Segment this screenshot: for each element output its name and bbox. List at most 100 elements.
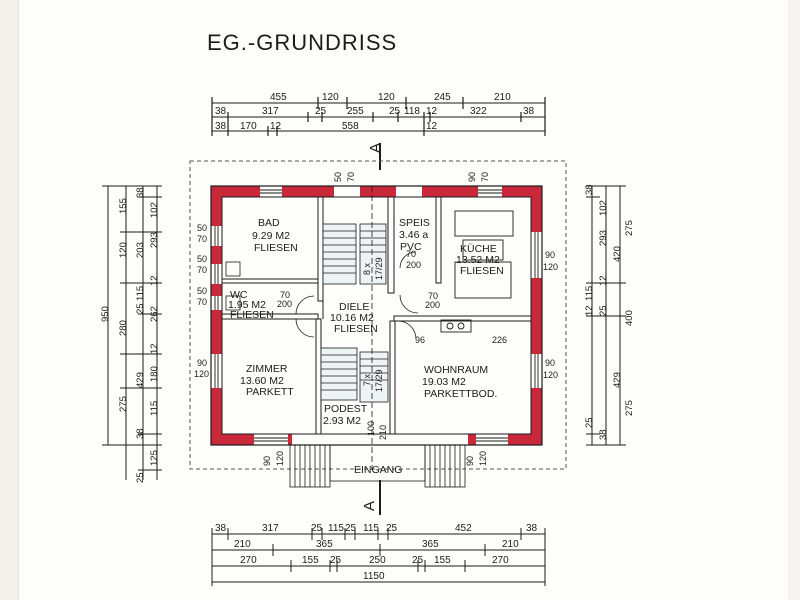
section-marker-top: A xyxy=(367,143,384,170)
stair-lower xyxy=(320,347,389,403)
dim-left-o5: 275 xyxy=(118,396,129,412)
dim-right-i3: 25 xyxy=(598,305,609,316)
dim-top-r3-4: 12 xyxy=(426,121,438,132)
dim-left-i3: 12 xyxy=(149,275,160,286)
dim-top-r1-4: 210 xyxy=(494,92,511,103)
room-kueche-floor: FLIESEN xyxy=(460,265,504,277)
win-left-2: 50 xyxy=(197,254,207,264)
dim-right-i6: 25 xyxy=(584,417,595,428)
door-wc-w: 70 xyxy=(280,290,290,300)
kitchen-counter-b: 226 xyxy=(492,335,507,345)
room-speis-area: 3.46 a xyxy=(399,229,428,241)
room-kueche-name: KÜCHE xyxy=(460,243,497,255)
dim-right-m3: 429 xyxy=(612,372,623,388)
room-podest-name: PODEST xyxy=(324,403,368,415)
win-right-3: 120 xyxy=(543,370,558,380)
top-dimension-lines xyxy=(211,97,546,136)
dim-right-i5: 38 xyxy=(598,429,609,440)
stair-lower-ratio: 17/29 xyxy=(374,369,384,392)
dim-left-i12: 125 xyxy=(149,450,160,466)
dim-left-i1: 102 xyxy=(149,202,160,218)
bottom-dimension-labels: 38 317 25 115 25 115 25 452 38 210 365 3… xyxy=(215,523,538,582)
dim-bot-r1-6: 25 xyxy=(386,523,398,534)
win-top-2: 90 xyxy=(467,172,477,182)
dim-bot-r2-3: 210 xyxy=(502,539,519,550)
win-left-6: 90 xyxy=(197,358,207,368)
win-top-0: 50 xyxy=(333,172,343,182)
dim-top-r2-3: 255 xyxy=(347,106,364,117)
left-dimension-labels: 950 155 120 203 280 429 275 38 102 293 1… xyxy=(100,187,160,483)
plot-outline xyxy=(189,160,567,470)
door-speis-h: 200 xyxy=(406,260,421,270)
dim-top-r1-2: 120 xyxy=(378,92,395,103)
room-diele-floor: FLIESEN xyxy=(334,323,378,335)
paper-right-edge xyxy=(788,0,800,600)
dim-top-r2-7: 322 xyxy=(470,106,487,117)
door-entry-h: 210 xyxy=(378,425,388,440)
win-right-2: 90 xyxy=(545,358,555,368)
dim-top-r1-3: 245 xyxy=(434,92,451,103)
dim-top-r2-8: 38 xyxy=(523,106,535,117)
room-wohnraum-name: WOHNRAUM xyxy=(424,364,488,376)
dim-top-r2-1: 317 xyxy=(262,106,279,117)
right-dimension-labels: 275 400 275 293 420 12 429 38 102 12 25 … xyxy=(584,184,635,440)
room-bad-floor: FLIESEN xyxy=(254,242,298,254)
dim-top-r3-3: 558 xyxy=(342,121,359,132)
dim-left-i0: 38 xyxy=(135,187,146,198)
dim-bot-r3-3: 250 xyxy=(369,555,386,566)
dim-top-r1-1: 120 xyxy=(322,92,339,103)
dim-bot-r1-3: 115 xyxy=(328,523,344,534)
dim-bot-total: 1150 xyxy=(363,571,385,582)
section-marker-bottom: A xyxy=(361,480,381,515)
door-entry-w: 100 xyxy=(366,421,376,436)
entrance-steps xyxy=(289,444,466,488)
paper-left-edge xyxy=(0,0,19,600)
dim-right-m1: 420 xyxy=(612,246,623,262)
dim-left-i11: 25 xyxy=(135,472,146,483)
window-glazing xyxy=(214,189,539,442)
dim-top-r2-2: 25 xyxy=(315,106,327,117)
room-wohnraum-area: 19.03 M2 xyxy=(422,376,466,388)
win-left-0: 50 xyxy=(197,223,207,233)
dim-left-i9: 115 xyxy=(149,401,160,416)
dim-top-r2-4: 25 xyxy=(389,106,401,117)
room-wc-floor: FLIESEN xyxy=(230,309,274,321)
dim-left-o4: 429 xyxy=(135,372,146,388)
dim-left-o3: 280 xyxy=(118,320,129,336)
dim-right-i0: 38 xyxy=(584,184,595,195)
dim-right-i4: 115 xyxy=(584,286,595,301)
win-top-1: 70 xyxy=(346,172,356,182)
room-zimmer-area: 13.60 M2 xyxy=(240,375,284,387)
room-zimmer-floor: PARKETT xyxy=(246,386,294,398)
stair-upper-ratio: 17/29 xyxy=(374,257,384,280)
dim-left-o1: 120 xyxy=(118,242,129,258)
dim-bot-r1-7: 452 xyxy=(455,523,472,534)
room-eingang-name: EINGANG xyxy=(354,464,402,476)
dim-left-i10: 38 xyxy=(135,428,146,439)
dim-bot-r3-2: 25 xyxy=(330,555,342,566)
dim-bot-r1-8: 38 xyxy=(526,523,538,534)
dim-right-o0: 275 xyxy=(624,220,635,236)
dim-bot-r3-4: 25 xyxy=(412,555,424,566)
dim-bot-r3-0: 270 xyxy=(240,555,257,566)
door-speis-w: 70 xyxy=(406,249,416,259)
dim-top-r3-1: 170 xyxy=(240,121,257,132)
left-dimension-lines xyxy=(102,185,162,480)
win-left-3: 70 xyxy=(197,265,207,275)
interior-walls xyxy=(221,196,532,435)
dim-bot-r3-1: 155 xyxy=(302,555,319,566)
dim-bot-r3-6: 270 xyxy=(492,555,509,566)
win-bottom-3: 120 xyxy=(478,451,488,466)
bath-fixtures xyxy=(225,261,241,311)
kitchen-counter-a: 96 xyxy=(415,335,425,345)
room-bad-name: BAD xyxy=(258,217,280,229)
dim-bot-r1-4: 25 xyxy=(345,523,357,534)
dim-right-m0: 293 xyxy=(598,230,609,246)
dim-top-r2-0: 38 xyxy=(215,106,227,117)
dim-bot-r1-0: 38 xyxy=(215,523,227,534)
win-bottom-1: 120 xyxy=(275,451,285,466)
dim-left-i8: 180 xyxy=(149,366,160,382)
dim-left-i5: 25 xyxy=(135,303,146,314)
room-diele-name: DIELE xyxy=(339,301,369,313)
